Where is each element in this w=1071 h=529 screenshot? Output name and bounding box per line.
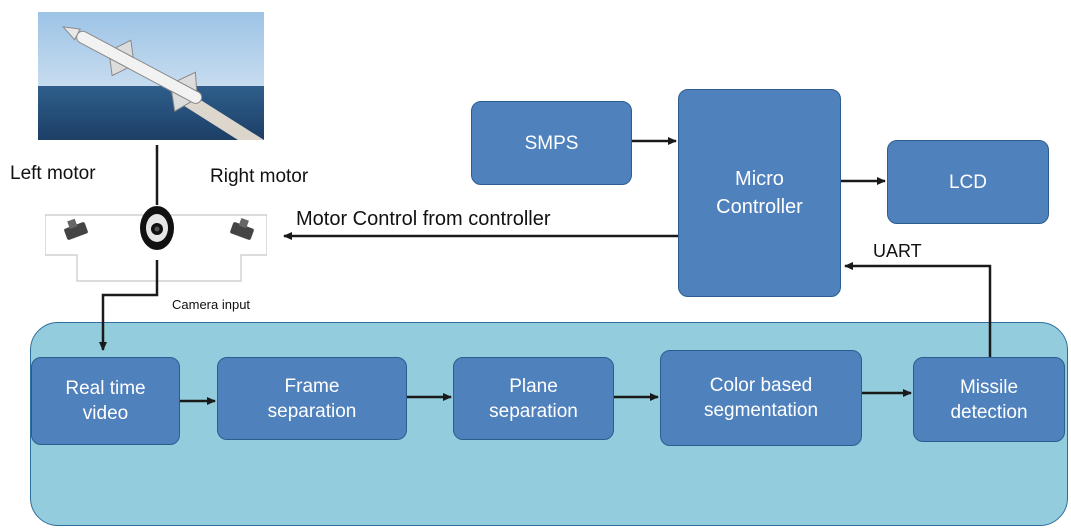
missile-detection-block: Missile detection xyxy=(913,357,1065,442)
right-motor-label: Right motor xyxy=(210,166,309,187)
camera-icon xyxy=(140,206,174,250)
camera-input-label: Camera input xyxy=(172,297,251,312)
plane-separation-block: Plane separation xyxy=(453,357,614,440)
missile-photo xyxy=(38,12,264,140)
micro-controller-block: Micro Controller xyxy=(678,89,841,297)
right-servo-motor-icon xyxy=(230,218,254,240)
smps-block: SMPS xyxy=(471,101,632,185)
uart-label: UART xyxy=(873,241,922,261)
left-motor-label: Left motor xyxy=(10,163,96,184)
lcd-block: LCD xyxy=(887,140,1049,224)
color-based-segmentation-block: Color based segmentation xyxy=(660,350,862,446)
left-servo-motor-icon xyxy=(64,218,88,240)
real-time-video-block: Real time video xyxy=(31,357,180,445)
frame-separation-block: Frame separation xyxy=(217,357,407,440)
motor-camera-assembly xyxy=(44,203,268,283)
motor-control-label: Motor Control from controller xyxy=(296,208,551,230)
